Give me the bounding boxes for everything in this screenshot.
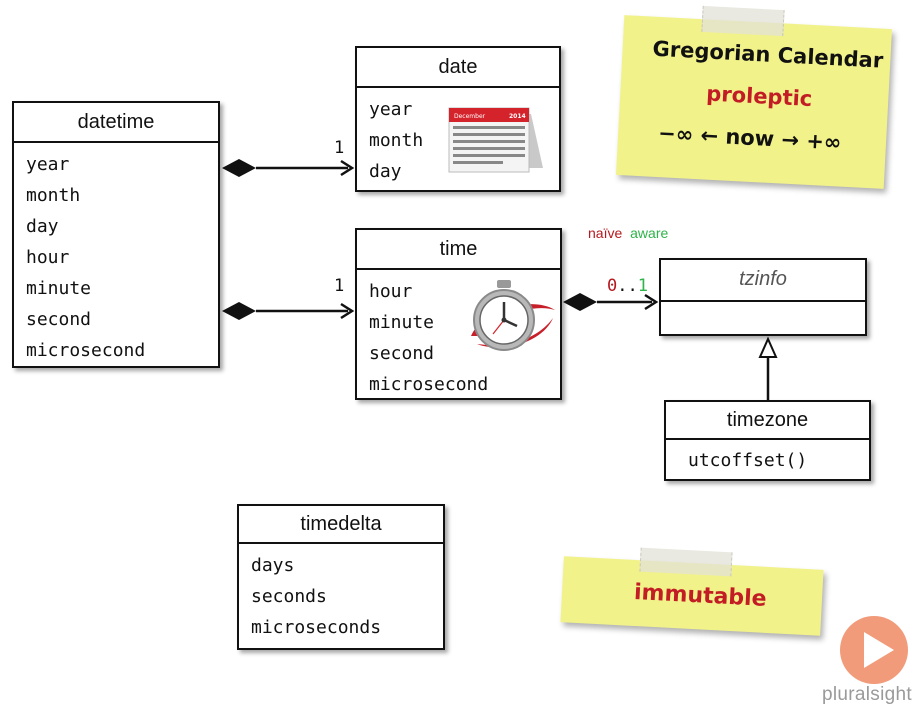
- timedelta-attributes: days seconds microseconds: [239, 544, 443, 643]
- note-tape: [701, 5, 785, 37]
- generalization-timezone-tzinfo: [758, 336, 778, 400]
- attr-hour: hour: [369, 281, 413, 302]
- datetime-class: datetime year month day hour minute seco…: [12, 101, 220, 368]
- composition-datetime-time: [222, 302, 355, 320]
- timezone-methods: utcoffset(): [666, 440, 869, 476]
- immutable-text: immutable: [633, 579, 768, 612]
- attr-second: second: [369, 343, 435, 364]
- attr-month: month: [369, 130, 424, 151]
- attr-second: second: [26, 309, 92, 330]
- attr-microsecond: microsecond: [26, 340, 146, 361]
- attr-microsecond: microsecond: [369, 374, 489, 395]
- attr-day: day: [369, 161, 402, 182]
- datetime-attributes: year month day hour minute second micros…: [14, 143, 218, 366]
- timedelta-class: timedelta days seconds microseconds: [237, 504, 445, 650]
- attr-microseconds: microseconds: [251, 617, 382, 638]
- pluralsight-logo-text: pluralsight: [822, 684, 912, 705]
- pluralsight-play-icon: [840, 616, 908, 684]
- attr-year: year: [369, 99, 413, 120]
- date-attributes: year month day: [357, 88, 559, 187]
- attr-hour: hour: [26, 247, 70, 268]
- attr-days: days: [251, 555, 295, 576]
- multiplicity-tzinfo-separator: ..: [617, 276, 638, 296]
- attr-minute: minute: [26, 278, 92, 299]
- calendar-icon-month: December: [454, 113, 486, 120]
- composition-time-tzinfo: [563, 293, 659, 311]
- naive-label: naïve: [588, 225, 623, 241]
- multiplicity-tzinfo: 0..1: [607, 276, 648, 296]
- calendar-icon-year: 2014: [509, 113, 526, 120]
- time-class-title: time: [357, 230, 560, 270]
- calendar-icon: December 2014: [448, 107, 543, 173]
- attr-month: month: [26, 185, 81, 206]
- note-title: Gregorian Calendar: [652, 36, 884, 73]
- note-tape: [639, 547, 733, 577]
- multiplicity-tzinfo-upper: 1: [637, 276, 648, 296]
- timedelta-class-title: timedelta: [239, 506, 443, 544]
- method-utcoffset: utcoffset(): [688, 450, 808, 471]
- composition-datetime-date: [222, 159, 355, 177]
- note-infinity-range: −∞ ← now → +∞: [657, 121, 843, 155]
- datetime-class-title: datetime: [14, 103, 218, 143]
- multiplicity-tzinfo-lower: 0: [607, 276, 618, 296]
- note-subtitle: proleptic: [705, 81, 813, 112]
- aware-label: aware: [630, 225, 669, 241]
- stopwatch-icon: [471, 280, 555, 351]
- attr-day: day: [26, 216, 59, 237]
- gregorian-calendar-note: Gregorian Calendar proleptic −∞ ← now → …: [615, 15, 893, 189]
- tzinfo-class: tzinfo: [659, 258, 867, 336]
- multiplicity-date: 1: [334, 138, 345, 158]
- attr-seconds: seconds: [251, 586, 327, 607]
- date-class-title: date: [357, 48, 559, 88]
- multiplicity-time: 1: [334, 276, 345, 296]
- time-class: time hour minute second microsecond: [355, 228, 562, 400]
- attr-year: year: [26, 154, 70, 175]
- tzinfo-class-title: tzinfo: [661, 260, 865, 302]
- time-attributes: hour minute second microsecond: [357, 270, 560, 400]
- timezone-class-title: timezone: [666, 402, 869, 440]
- attr-minute: minute: [369, 312, 435, 333]
- tz-awareness-labels: naïve aware: [588, 225, 668, 241]
- timezone-class: timezone utcoffset(): [664, 400, 871, 481]
- date-class: date year month day December 2014: [355, 46, 561, 192]
